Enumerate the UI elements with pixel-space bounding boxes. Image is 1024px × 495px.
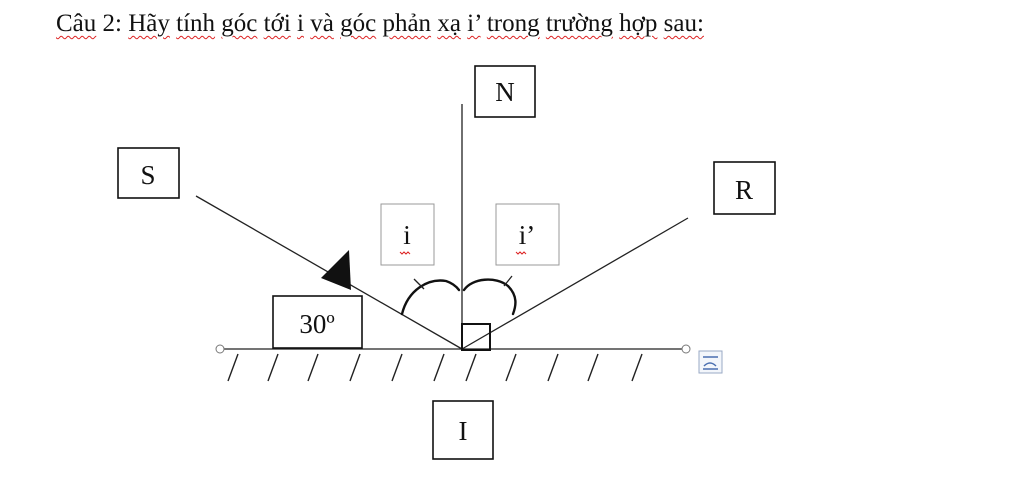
- question-text: Câu 2: Hãy tính góc tới i và góc phản xạ…: [56, 10, 704, 38]
- question-word: góc: [221, 10, 258, 37]
- question-word: góc: [340, 10, 377, 37]
- question-word: tới: [263, 10, 291, 37]
- question-word: Câu: [56, 10, 97, 37]
- svg-text:I: I: [459, 416, 468, 446]
- label-r: R: [713, 161, 776, 215]
- question-word: i: [297, 10, 304, 37]
- mirror-left-handle[interactable]: [215, 344, 225, 354]
- svg-text:S: S: [140, 160, 155, 190]
- question-word: trong: [486, 10, 540, 37]
- arc-tick-right: [503, 275, 513, 287]
- mirror-hatching: [227, 353, 643, 382]
- incidence-angle-arc: [400, 279, 461, 316]
- question-word: tính: [176, 10, 216, 37]
- layout-options-icon[interactable]: [698, 350, 723, 374]
- question-word: 2:: [102, 10, 122, 37]
- svg-text:R: R: [735, 175, 753, 205]
- mirror-right-handle[interactable]: [681, 344, 691, 354]
- label-n: N: [474, 65, 536, 118]
- reflection-angle-arc: [462, 278, 517, 316]
- question-word: trường: [545, 10, 613, 37]
- svg-text:i: i: [403, 220, 411, 250]
- question-word: hợp: [619, 10, 658, 37]
- label-i-prime-angle: i’: [495, 203, 560, 266]
- label-30-degrees: 30º: [272, 295, 363, 349]
- right-angle-marker: [461, 323, 491, 351]
- svg-text:30º: 30º: [299, 309, 334, 339]
- question-word: sau:: [663, 10, 704, 37]
- question-word: phản: [382, 10, 432, 37]
- label-i-angle: i: [380, 203, 435, 266]
- svg-text:i’: i’: [519, 220, 536, 250]
- question-word: i’: [467, 10, 481, 37]
- incident-arrow-icon: [321, 250, 351, 290]
- label-s: S: [117, 147, 180, 199]
- label-i-point: I: [432, 400, 494, 460]
- question-word: xạ: [437, 10, 461, 37]
- arc-tick-left: [413, 278, 425, 290]
- svg-text:N: N: [495, 77, 515, 107]
- reflected-ray: [461, 217, 689, 350]
- question-word: Hãy: [128, 10, 170, 37]
- question-word: và: [310, 10, 334, 37]
